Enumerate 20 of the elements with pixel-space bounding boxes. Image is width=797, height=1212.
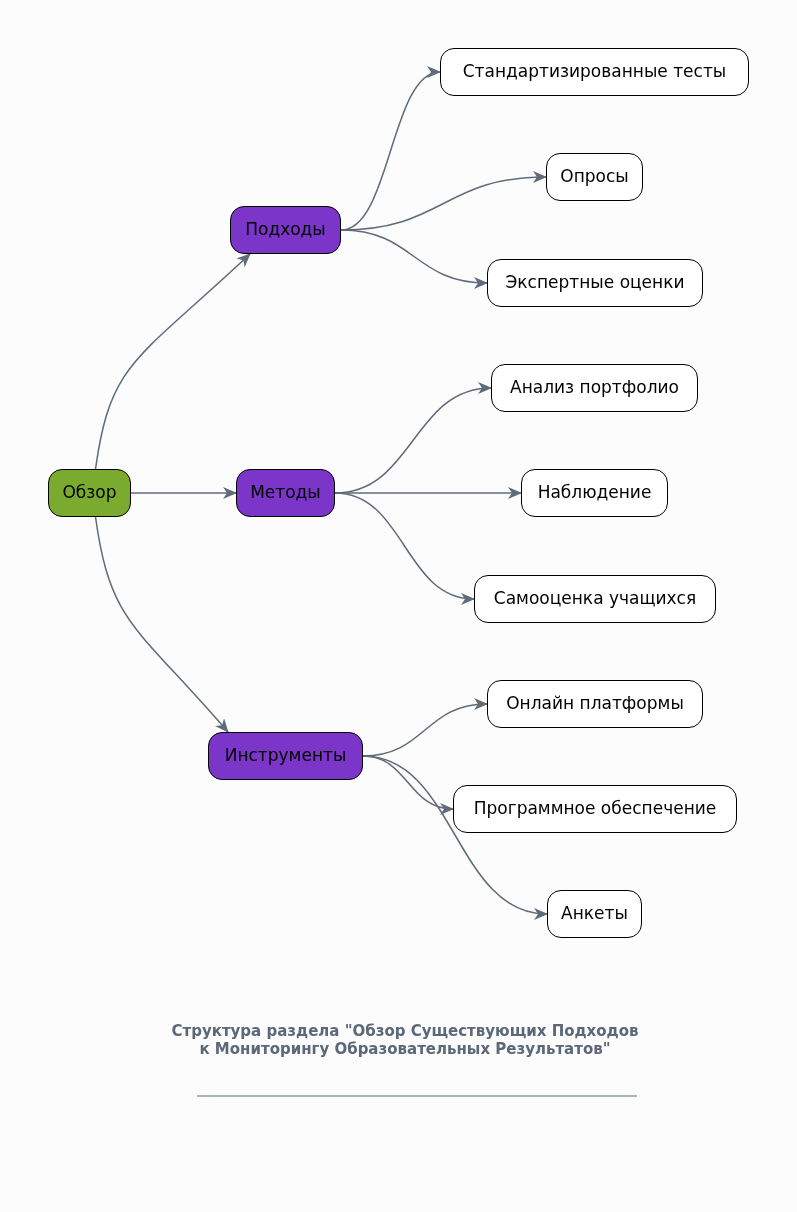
arrow xyxy=(334,492,475,604)
arrow xyxy=(340,229,488,289)
category-node: Методы xyxy=(236,469,335,517)
leaf-node: Опросы xyxy=(546,153,643,201)
category-node: Подходы xyxy=(230,206,341,254)
arrow xyxy=(130,487,237,499)
arrow xyxy=(94,253,251,470)
leaf-node: Онлайн платформы xyxy=(487,680,703,728)
leaf-node: Наблюдение xyxy=(521,469,668,517)
category-node: Инструменты xyxy=(208,732,363,780)
leaf-node: Программное обеспечение xyxy=(453,785,737,833)
title: Структура раздела "Обзор Существующих Подходов к Мониторингу Образовательных Результатов" xyxy=(170,1022,640,1058)
leaf-node: Стандартизированные тесты xyxy=(440,48,749,96)
arrow xyxy=(94,516,229,733)
leaf-node: Самооценка учащихся xyxy=(474,575,716,623)
leaf-node: Экспертные оценки xyxy=(487,259,703,307)
arrow xyxy=(362,755,548,919)
category-node: Обзор xyxy=(48,469,131,517)
leaf-node: Анализ портфолио xyxy=(491,364,698,412)
leaf-node: Анкеты xyxy=(547,890,642,938)
